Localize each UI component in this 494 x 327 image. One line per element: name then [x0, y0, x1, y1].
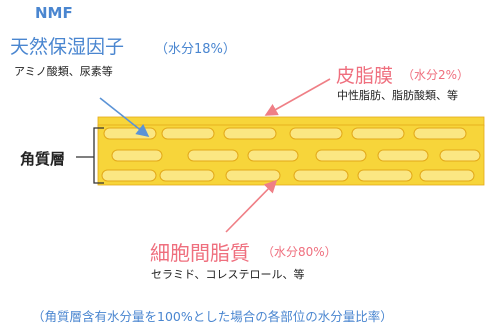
lipid-arrow — [225, 179, 278, 233]
corneocyte-cell — [315, 149, 367, 162]
nmf-title: 天然保湿因子 — [10, 36, 125, 58]
corneocyte-cell — [351, 127, 405, 140]
nmf-water-ratio: （水分18%） — [155, 42, 236, 57]
corneocyte-cell — [293, 169, 349, 182]
nmf-arrow — [99, 97, 150, 137]
stratum-bracket — [93, 127, 104, 184]
corneocyte-cells — [101, 127, 481, 182]
corneocyte-cell — [225, 169, 281, 182]
corneocyte-cell — [439, 149, 481, 162]
corneocyte-cell — [413, 127, 467, 140]
corneocyte-cell — [357, 169, 413, 182]
corneocyte-cell — [187, 149, 239, 162]
corneocyte-cell — [103, 127, 157, 140]
nmf-components: アミノ酸類、尿素等 — [14, 65, 113, 78]
sebum-title: 皮脂膜 — [336, 65, 394, 87]
lipid-title: 細胞間脂質 — [150, 241, 250, 265]
sebum-components: 中性脂肪、脂肪酸類、等 — [337, 89, 458, 102]
corneocyte-cell — [289, 127, 343, 140]
corneocyte-cell — [223, 127, 277, 140]
lipid-water-ratio: （水分80%） — [262, 245, 337, 259]
corneocyte-cell — [159, 169, 215, 182]
lipid-components: セラミド、コレステロール、等 — [151, 268, 305, 281]
corneocyte-cell — [161, 127, 215, 140]
corneocyte-cell — [377, 149, 429, 162]
stratum-corneum-label: 角質層 — [20, 150, 66, 168]
corneocyte-cell — [419, 169, 475, 182]
sebum-arrow — [264, 78, 331, 116]
sebum-water-ratio: （水分2%） — [402, 68, 470, 82]
corneocyte-cell — [111, 149, 163, 162]
corneocyte-cell — [101, 169, 157, 182]
nmf-abbr: NMF — [35, 4, 73, 22]
footnote: （角質層含有水分量を100%とした場合の各部位の水分量比率） — [32, 309, 393, 324]
corneocyte-cell — [247, 149, 299, 162]
